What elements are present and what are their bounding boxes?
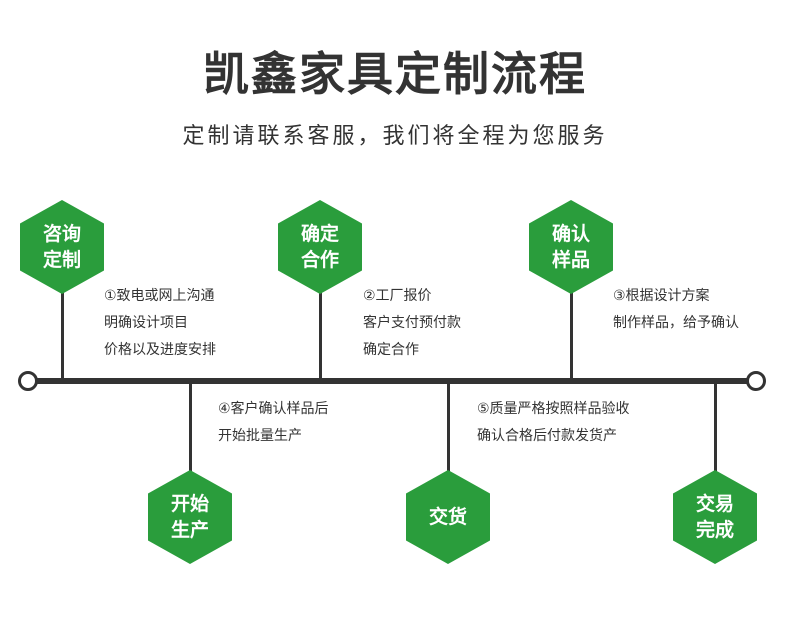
- step-3-desc-line: 制作样品，给予确认: [613, 315, 739, 331]
- step-3-hexagon: 确认 样品: [529, 200, 613, 294]
- step-1-hexagon: 咨询 定制: [20, 200, 104, 294]
- step-2-label-line: 确定: [300, 223, 339, 245]
- step-1-desc-line: ①致电或网上沟通: [104, 288, 215, 304]
- step-4-desc-line: 开始批量生产: [218, 428, 302, 444]
- page-title: 凯鑫家具定制流程: [203, 47, 587, 101]
- step-2-desc-line: 确定合作: [363, 342, 419, 358]
- timeline-end-circle: [746, 371, 766, 391]
- step-4-label-line: 开始: [170, 493, 209, 515]
- step-4-desc-line: ④客户确认样品后: [218, 401, 329, 417]
- timeline-line: [32, 378, 752, 384]
- step-3-label-line: 确认: [551, 223, 590, 245]
- page-subtitle: 定制请联系客服，我们将全程为您服务: [182, 124, 608, 149]
- step-2-desc-line: 客户支付预付款: [363, 315, 461, 331]
- step-5-label-line: 交货: [428, 506, 467, 528]
- step-4-label-line: 生产: [170, 519, 209, 541]
- step-3-desc-line: ③根据设计方案: [613, 288, 710, 304]
- step-4-description: ④客户确认样品后 开始批量生产: [218, 396, 329, 450]
- step-1-desc-line: 价格以及进度安排: [104, 342, 216, 358]
- step-2-hexagon: 确定 合作: [278, 200, 362, 294]
- step-3-description: ③根据设计方案 制作样品，给予确认: [613, 283, 739, 337]
- step-6-stem: [714, 384, 717, 474]
- step-6-label-line: 交易: [695, 493, 734, 515]
- step-6-hexagon: 交易 完成: [673, 470, 757, 564]
- step-1-label-line: 定制: [42, 249, 81, 271]
- step-1-desc-line: 明确设计项目: [104, 315, 188, 331]
- step-6-label-line: 完成: [695, 519, 734, 541]
- step-2-stem: [319, 278, 322, 378]
- step-5-desc-line: 确认合格后付款发货产: [477, 428, 617, 444]
- step-5-stem: [447, 384, 450, 474]
- step-5-desc-line: ⑤质量严格按照样品验收: [477, 401, 630, 417]
- step-5-hexagon: 交货: [406, 470, 490, 564]
- step-2-label-line: 合作: [300, 249, 339, 271]
- step-1-label-line: 咨询: [42, 223, 81, 245]
- step-3-stem: [570, 278, 573, 378]
- step-5-description: ⑤质量严格按照样品验收 确认合格后付款发货产: [477, 396, 630, 450]
- step-3-label-line: 样品: [551, 249, 590, 271]
- step-4-hexagon: 开始 生产: [148, 470, 232, 564]
- step-1-stem: [61, 278, 64, 378]
- timeline: [18, 371, 766, 391]
- step-2-desc-line: ②工厂报价: [363, 288, 432, 304]
- step-1-description: ①致电或网上沟通 明确设计项目 价格以及进度安排: [104, 283, 216, 364]
- step-2-description: ②工厂报价 客户支付预付款 确定合作: [363, 283, 461, 364]
- step-4-stem: [189, 384, 192, 474]
- timeline-start-circle: [18, 371, 38, 391]
